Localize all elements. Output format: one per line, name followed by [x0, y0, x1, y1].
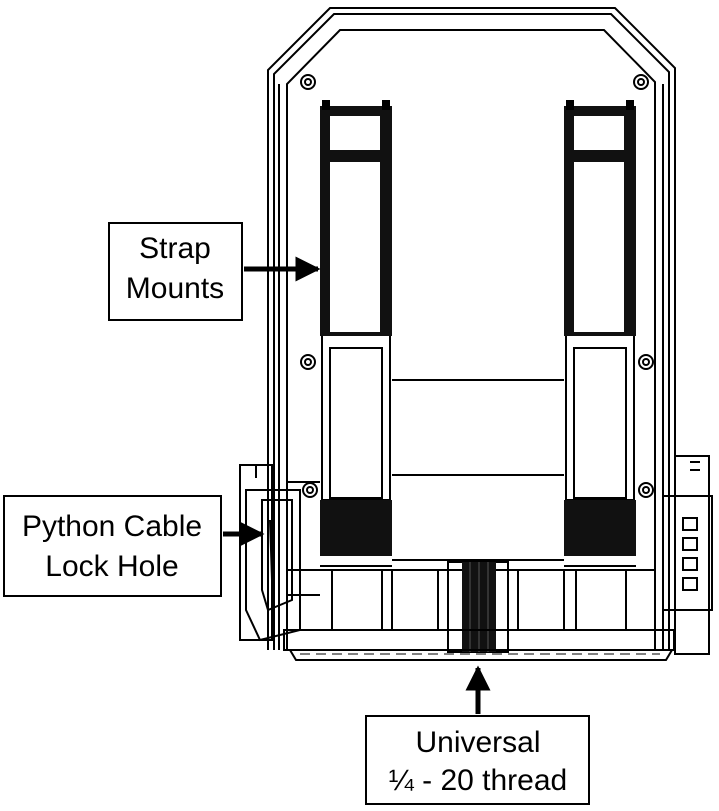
screw-mid-right [639, 355, 653, 369]
thread-insert [448, 562, 508, 652]
strap-mount-right [564, 100, 636, 630]
callout-cable-lock: Python Cable Lock Hole [4, 496, 262, 596]
screw-mid-left [301, 355, 315, 369]
callout-thread-line2: ¼ - 20 thread [389, 764, 567, 797]
screw-low-left [303, 483, 317, 497]
callout-cable-line1: Python Cable [22, 510, 202, 543]
callout-strap-line1: Strap [139, 232, 211, 265]
callout-strap-line2: Mounts [126, 272, 224, 305]
callout-cable-line2: Lock Hole [45, 550, 178, 583]
callout-thread-line1: Universal [415, 726, 540, 759]
screw-low-right [639, 483, 653, 497]
screw-top-left [301, 75, 315, 89]
callout-thread: Universal ¼ - 20 thread [366, 668, 589, 804]
screw-top-right [634, 75, 648, 89]
center-panel [392, 380, 564, 560]
strap-mount-left [320, 100, 392, 630]
